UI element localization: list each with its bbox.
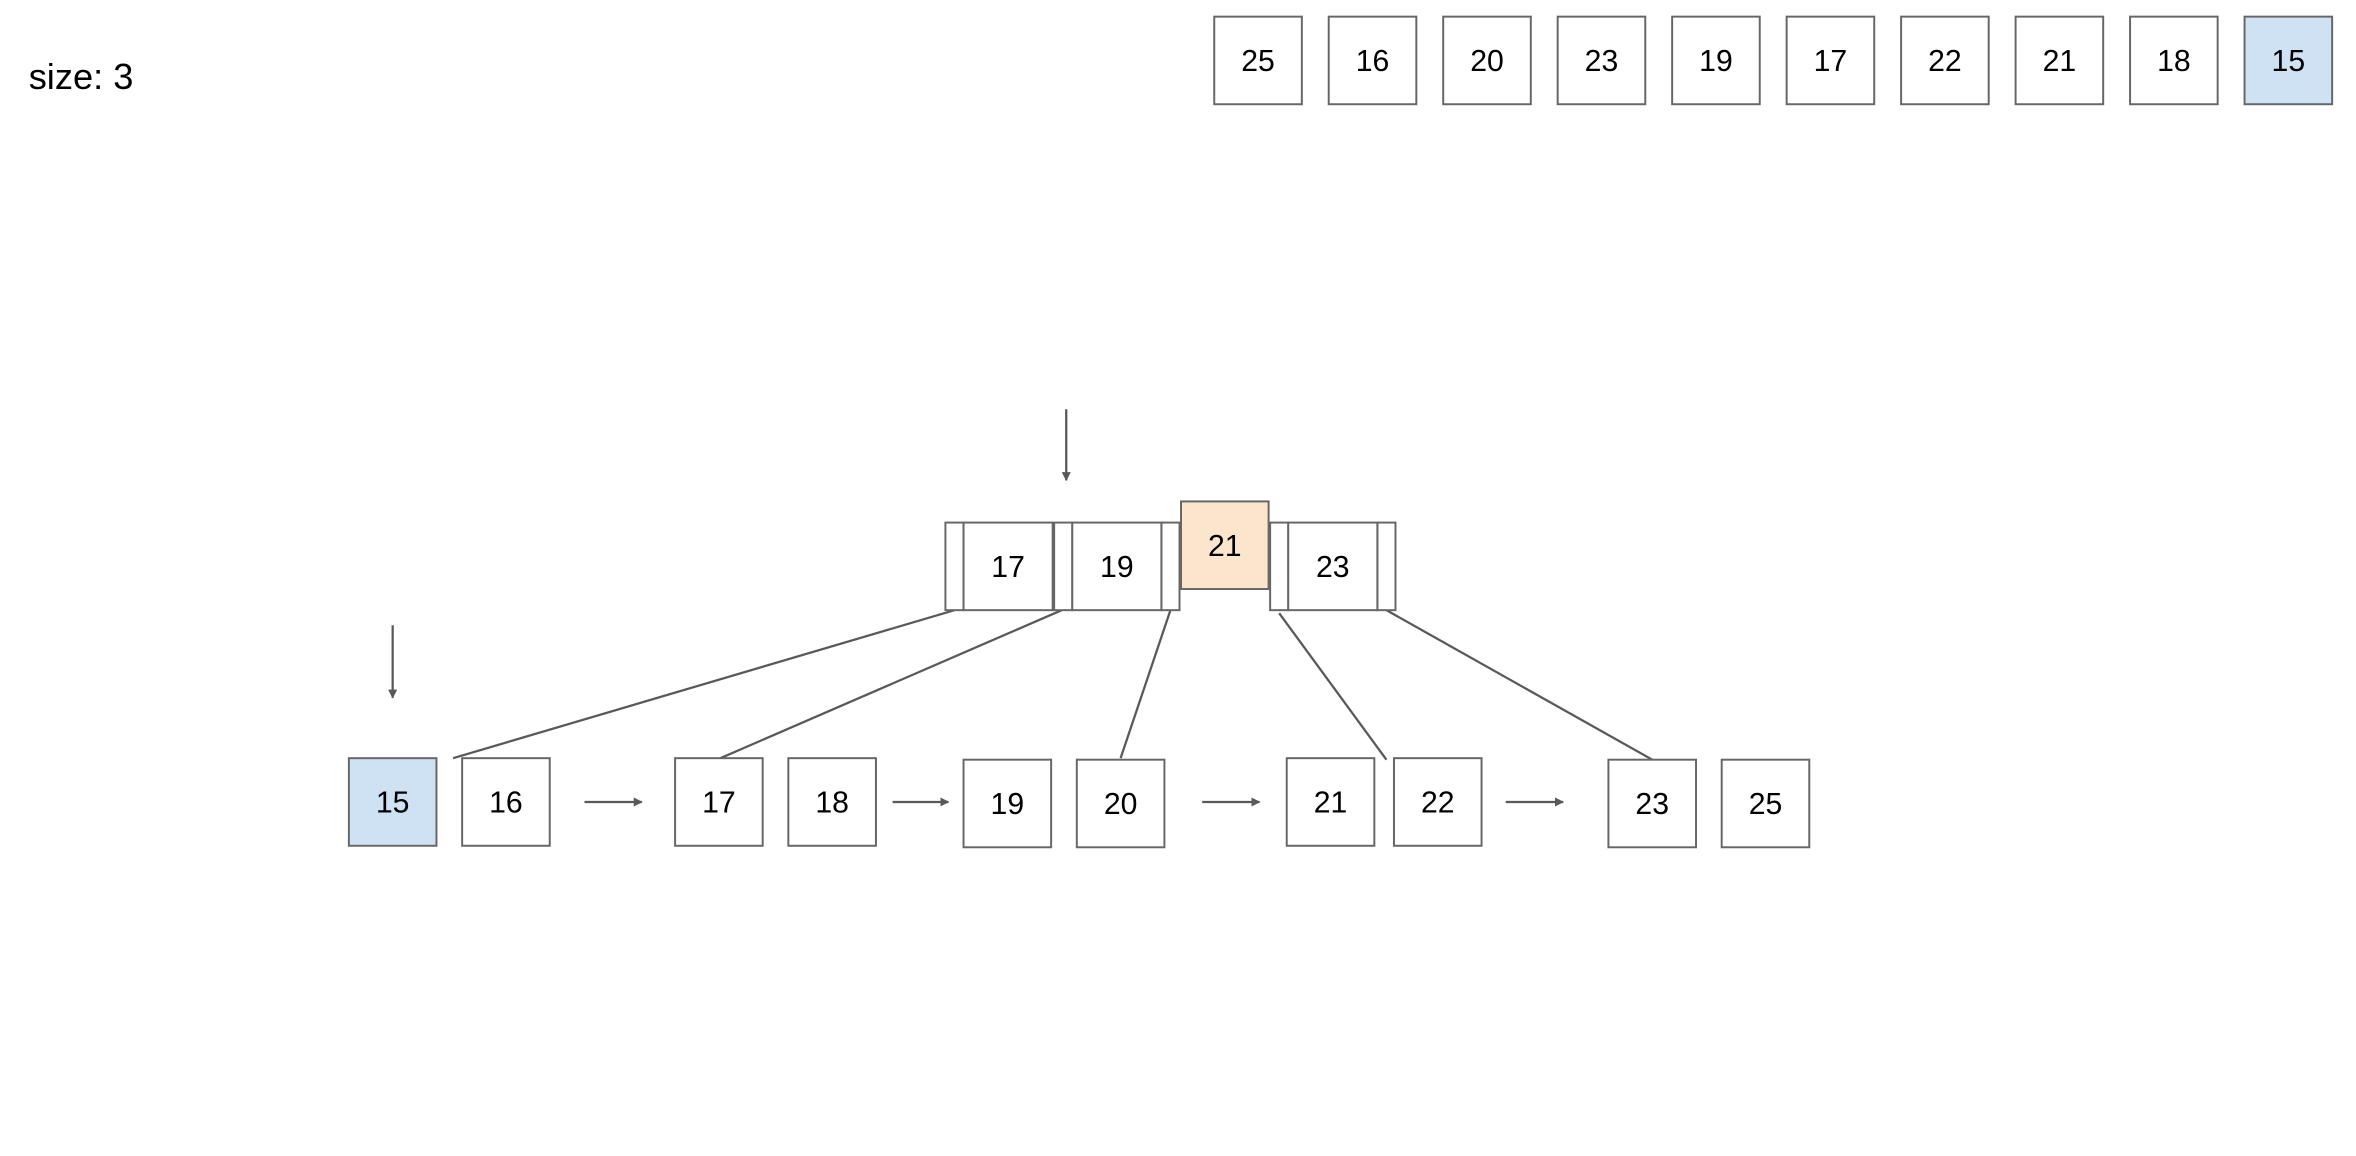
tree-edge bbox=[1385, 609, 1653, 761]
root-key-value: 17 bbox=[991, 551, 1025, 584]
tree-edge bbox=[1278, 612, 1388, 761]
leaf-key: 21 bbox=[1285, 757, 1376, 847]
array-cell-box bbox=[1442, 15, 1532, 106]
array-cell-value: 15 bbox=[2272, 45, 2306, 78]
root-key-value: 21 bbox=[1208, 530, 1242, 563]
leaf-key-box bbox=[674, 757, 764, 847]
child-pointer-slot bbox=[1269, 521, 1290, 612]
leaf-key: 20 bbox=[1075, 758, 1166, 849]
input-array: 25 16 20 23 19 17 22 21 18 15 bbox=[1213, 15, 2334, 106]
leaf-key: 23 bbox=[1607, 758, 1697, 849]
array-cell: 17 bbox=[1785, 15, 1876, 106]
leaf-key-value: 19 bbox=[991, 788, 1025, 821]
pointer-arrows bbox=[388, 409, 1565, 807]
root-key-box bbox=[1180, 500, 1270, 591]
array-cell-value: 16 bbox=[1356, 45, 1390, 78]
leaf-node: 23 25 bbox=[1607, 758, 1811, 849]
leaf-node: 21 22 bbox=[1285, 757, 1483, 847]
tree-edge bbox=[452, 609, 955, 760]
array-cell: 20 bbox=[1442, 15, 1532, 106]
child-pointer-slot bbox=[1376, 521, 1397, 612]
array-cell-box bbox=[1327, 15, 1418, 106]
leaf-key-box bbox=[1075, 758, 1166, 849]
root-key: 21 bbox=[1180, 500, 1270, 591]
array-cell-value: 22 bbox=[1928, 45, 1962, 78]
array-cell-value: 21 bbox=[2043, 45, 2077, 78]
root-key-value: 23 bbox=[1316, 551, 1350, 584]
array-cell-value: 17 bbox=[1814, 45, 1848, 78]
child-pointer-slot bbox=[944, 521, 965, 612]
leaf-key-box bbox=[1285, 757, 1376, 847]
tree-edge bbox=[1119, 609, 1172, 759]
leaf-key-box bbox=[1607, 758, 1697, 849]
leaf-key: 17 bbox=[674, 757, 764, 847]
array-cell: 15 bbox=[2243, 15, 2334, 106]
leaf-key-value: 25 bbox=[1749, 788, 1783, 821]
leaf-key: 18 bbox=[787, 757, 877, 847]
leaf-key-box bbox=[787, 757, 877, 847]
array-cell-box bbox=[1671, 15, 1761, 106]
leaf-key-value: 21 bbox=[1314, 787, 1348, 820]
size-label: size: 3 bbox=[29, 56, 134, 97]
root-key-box bbox=[962, 521, 1054, 612]
leaf-key: 19 bbox=[962, 758, 1053, 849]
root-key-box bbox=[1071, 521, 1163, 612]
array-cell: 16 bbox=[1327, 15, 1418, 106]
leaf-key-box bbox=[962, 758, 1053, 849]
root-key-value: 19 bbox=[1100, 551, 1134, 584]
leaf-key: 15 bbox=[347, 757, 438, 847]
array-cell-value: 18 bbox=[2157, 45, 2191, 78]
leaf-key-value: 15 bbox=[376, 787, 410, 820]
array-cell-value: 23 bbox=[1585, 45, 1619, 78]
array-cell-box bbox=[1556, 15, 1647, 106]
array-cell-box bbox=[2129, 15, 2219, 106]
root-key-box bbox=[1287, 521, 1379, 612]
array-cell: 18 bbox=[2129, 15, 2219, 106]
leaf-key-box bbox=[1720, 758, 1811, 849]
root-key: 17 bbox=[962, 521, 1054, 612]
root-node: 17 19 21 23 bbox=[944, 500, 1397, 612]
leaf-key-value: 17 bbox=[702, 787, 736, 820]
leaf-key: 16 bbox=[461, 757, 551, 847]
array-cell-box bbox=[2014, 15, 2105, 106]
root-key: 23 bbox=[1287, 521, 1379, 612]
leaf-key-value: 23 bbox=[1635, 788, 1669, 821]
child-pointer-slot bbox=[1053, 521, 1074, 612]
leaf-key-value: 22 bbox=[1421, 787, 1455, 820]
leaf-key-value: 16 bbox=[489, 787, 523, 820]
leaf-key-value: 18 bbox=[815, 787, 849, 820]
array-cell-box bbox=[1900, 15, 1990, 106]
array-cell-box bbox=[2243, 15, 2334, 106]
child-pointer-slot bbox=[1160, 521, 1181, 612]
leaf-key-value: 20 bbox=[1104, 788, 1138, 821]
leaf-key-box bbox=[347, 757, 438, 847]
leaf-key-box bbox=[1392, 757, 1483, 847]
array-cell: 22 bbox=[1900, 15, 1990, 106]
tree-edge bbox=[719, 609, 1063, 760]
array-cell: 23 bbox=[1556, 15, 1647, 106]
leaf-key: 22 bbox=[1392, 757, 1483, 847]
array-cell-value: 20 bbox=[1470, 45, 1504, 78]
root-key: 19 bbox=[1071, 521, 1163, 612]
array-cell-value: 25 bbox=[1241, 45, 1275, 78]
array-cell: 21 bbox=[2014, 15, 2105, 106]
leaf-key: 25 bbox=[1720, 758, 1811, 849]
tree-edges bbox=[452, 609, 1653, 761]
array-cell-box bbox=[1213, 15, 1303, 106]
leaf-key-box bbox=[461, 757, 551, 847]
array-cell-box bbox=[1785, 15, 1876, 106]
array-cell: 25 bbox=[1213, 15, 1303, 106]
array-cell-value: 19 bbox=[1699, 45, 1733, 78]
array-cell: 19 bbox=[1671, 15, 1761, 106]
